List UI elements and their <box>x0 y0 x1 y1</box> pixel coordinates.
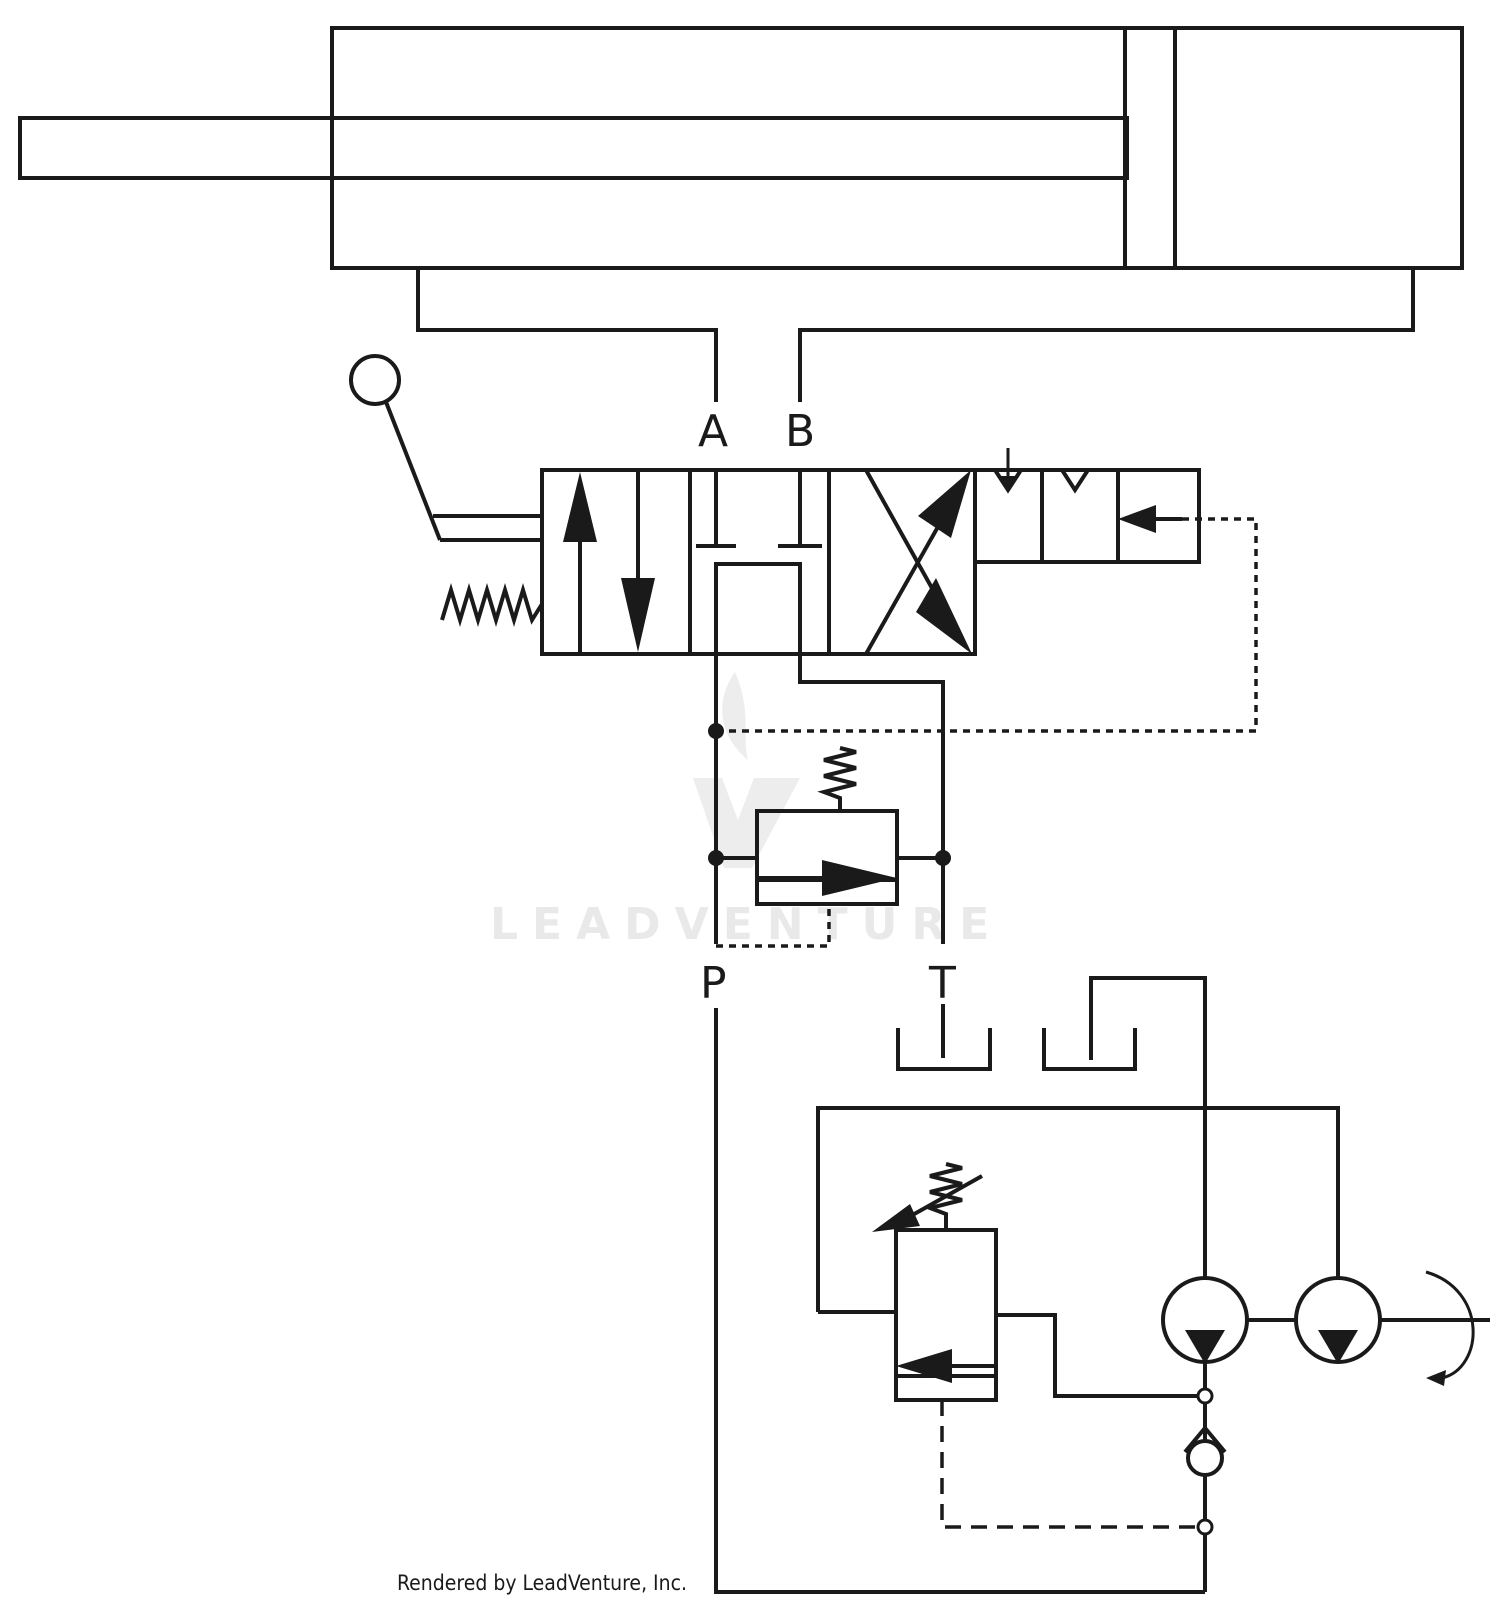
pilot-line <box>716 517 1258 733</box>
system-relief-drain-line <box>940 1400 1198 1529</box>
lever-actuator <box>349 354 542 542</box>
port-p-label: P <box>700 958 727 1009</box>
system-relief-arrow-icon <box>896 1349 952 1383</box>
up-arrow-icon <box>563 472 597 542</box>
junction-open <box>1196 1387 1214 1405</box>
cross-arrow-down-icon <box>916 578 972 654</box>
detent-notch-icon-2 <box>1060 468 1090 494</box>
return-spring-icon <box>440 583 544 627</box>
cylinder-rod <box>18 116 1129 180</box>
check-valve-ball-icon <box>1186 1439 1224 1477</box>
tank-line-upper <box>798 654 945 944</box>
junction-dot <box>708 723 724 739</box>
power-unit <box>816 1106 1490 1592</box>
port-t-label: T <box>928 958 956 1009</box>
relief-arrow-icon <box>822 860 897 896</box>
port-b-label: B <box>785 406 815 457</box>
detent-actuator <box>973 448 1201 564</box>
watermark-flame-icon <box>722 672 748 760</box>
credit-text: Rendered by LeadVenture, Inc. <box>397 1571 687 1595</box>
line-cylinder-to-port-b <box>798 268 1415 402</box>
adjustable-spring-icon <box>923 1162 963 1230</box>
watermark: LEADVENTURE <box>490 672 1003 950</box>
rotation-arrow-icon <box>1425 1270 1475 1380</box>
adjust-arrow-icon <box>872 1204 920 1232</box>
cylinder-piston <box>1123 26 1177 270</box>
line-cylinder-to-port-a <box>416 268 718 402</box>
port-a-label: A <box>698 406 728 457</box>
pressure-line-main <box>714 1008 1205 1594</box>
pump-suction-line <box>1089 976 1207 1278</box>
small-down-arrow-icon <box>1000 476 1016 490</box>
relief-valve <box>716 746 943 906</box>
down-arrow-icon <box>621 578 655 652</box>
cross-arrow-up-icon <box>918 470 971 538</box>
lever-knob-icon <box>349 354 401 406</box>
relief-spring-icon <box>817 746 857 811</box>
tank-reservoir-icon-2 <box>1042 1028 1137 1071</box>
watermark-v-icon <box>693 778 800 868</box>
pilot-arrow-icon <box>1118 505 1156 533</box>
hydraulic-cylinder <box>18 26 1464 270</box>
watermark-text: LEADVENTURE <box>490 899 1003 950</box>
directional-control-valve <box>540 468 977 656</box>
check-valve-seat-icon <box>1183 1424 1227 1454</box>
junction-open-2 <box>1196 1518 1214 1536</box>
tank-reservoir-icon <box>896 1028 992 1071</box>
cylinder-barrel <box>330 26 1464 270</box>
